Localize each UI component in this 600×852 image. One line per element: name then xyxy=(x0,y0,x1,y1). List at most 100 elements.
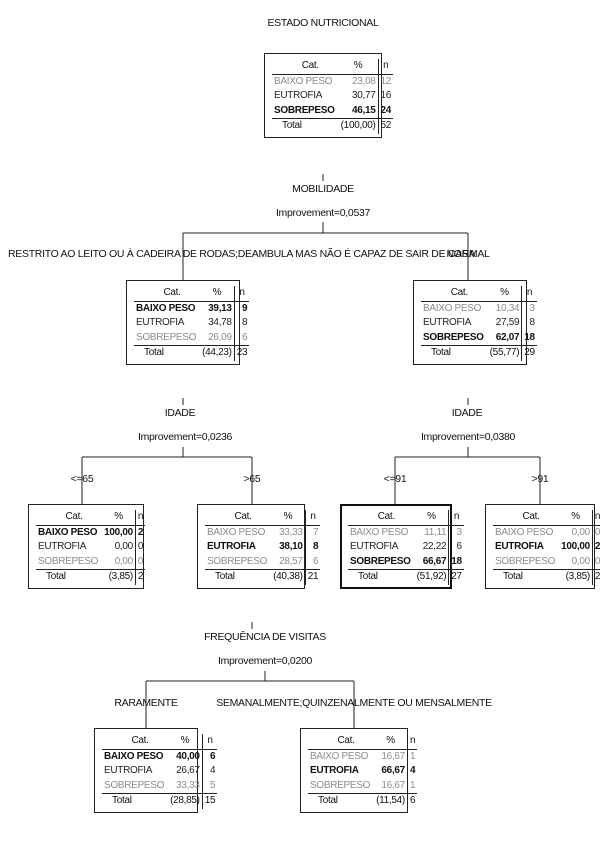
row-percent: 46,15 xyxy=(351,104,376,116)
total-label: Total xyxy=(36,569,103,585)
total-label: Total xyxy=(205,569,272,585)
header-n: n xyxy=(521,286,537,302)
row-category: BAIXO PESO xyxy=(38,526,98,538)
total-label: Total xyxy=(272,118,339,134)
row-count: 1 xyxy=(406,749,418,764)
row-count: 1 xyxy=(406,778,418,794)
row-category: BAIXO PESO xyxy=(310,750,369,762)
total-percent: (3,85) xyxy=(559,569,593,585)
node-total-row: Total(44,23)23 xyxy=(134,345,250,361)
row-percent: 10,34 xyxy=(495,302,520,314)
header-pct: % xyxy=(271,510,306,526)
header-cat: Cat. xyxy=(421,286,488,302)
node-header-row: Cat.%n xyxy=(348,510,464,526)
header-cat: Cat. xyxy=(36,510,103,526)
node-header-row: Cat.%n xyxy=(36,510,146,526)
total-percent: (3,85) xyxy=(102,569,136,585)
row-category: SOBREPESO xyxy=(136,331,197,343)
total-count: 27 xyxy=(448,569,464,585)
row-percent: 0,00 xyxy=(571,526,591,538)
node-header-row: Cat.%n xyxy=(308,734,418,750)
total-count: 15 xyxy=(201,793,218,809)
row-category: EUTROFIA xyxy=(207,541,256,552)
node-header-row: Cat.%n xyxy=(272,59,394,75)
node-header-row: Cat.%n xyxy=(102,734,218,750)
total-percent: (55,77) xyxy=(487,345,522,361)
row-category: EUTROFIA xyxy=(104,765,153,776)
row-percent: 39,13 xyxy=(208,302,232,314)
row-category: BAIXO PESO xyxy=(423,302,482,314)
total-count: 6 xyxy=(406,793,418,809)
row-percent: 26,09 xyxy=(208,331,232,343)
row-percent: 16,67 xyxy=(381,750,405,762)
node-header-row: Cat.%n xyxy=(205,510,321,526)
header-n: n xyxy=(304,510,321,526)
row-percent: 16,67 xyxy=(381,779,405,791)
node-header-row: Cat.%n xyxy=(134,286,250,302)
row-percent: 34,78 xyxy=(208,317,232,328)
row-percent: 22,22 xyxy=(422,541,447,552)
row-category: BAIXO PESO xyxy=(136,302,196,314)
branch-label-semanal: SEMANALMENTE;QUINZENALMENTE OU MENSALMEN… xyxy=(216,697,492,709)
row-count: 0 xyxy=(591,525,600,540)
branch-label-gt91: >91 xyxy=(531,473,549,485)
row-count: 4 xyxy=(201,764,218,779)
row-count: 5 xyxy=(201,778,218,794)
row-category: SOBREPESO xyxy=(274,104,335,116)
branch-label-restrito: RESTRITO AO LEITO OU À CADEIRA DE RODAS;… xyxy=(8,248,476,260)
row-category: EUTROFIA xyxy=(274,90,323,101)
node-total-row: Total(28,85)15 xyxy=(102,793,218,809)
row-count: 6 xyxy=(201,749,218,764)
row-percent: 27,59 xyxy=(495,317,520,328)
total-percent: (28,85) xyxy=(168,793,203,809)
header-pct: % xyxy=(487,286,522,302)
row-percent: 0,00 xyxy=(114,555,134,567)
total-percent: (44,23) xyxy=(200,345,235,361)
row-percent: 38,10 xyxy=(279,541,303,552)
row-category: EUTROFIA xyxy=(495,541,544,552)
row-count: 7 xyxy=(304,525,321,540)
total-label: Total xyxy=(493,569,560,585)
branch-label-le65: <=65 xyxy=(70,473,94,485)
header-n: n xyxy=(448,510,464,526)
row-count: 0 xyxy=(591,554,600,570)
branch-label-le91: <=91 xyxy=(383,473,407,485)
branch-label-normal: NORMAL xyxy=(446,248,490,260)
row-category: EUTROFIA xyxy=(136,317,185,328)
total-percent: (100,00) xyxy=(338,118,379,134)
row-count: 16 xyxy=(377,89,394,104)
row-category: BAIXO PESO xyxy=(495,526,554,538)
split-variable-frequencia: FREQUÊNCIA DE VISITAS xyxy=(204,631,326,643)
row-percent: 26,67 xyxy=(176,765,200,776)
node-total-row: Total(100,00)52 xyxy=(272,118,394,134)
row-percent: 66,67 xyxy=(381,765,405,776)
row-count: 18 xyxy=(521,330,537,346)
row-count: 24 xyxy=(377,103,394,119)
row-percent: 11,11 xyxy=(424,526,447,538)
row-count: 18 xyxy=(448,554,464,570)
row-category: SOBREPESO xyxy=(104,779,165,791)
row-count: 3 xyxy=(448,525,464,540)
